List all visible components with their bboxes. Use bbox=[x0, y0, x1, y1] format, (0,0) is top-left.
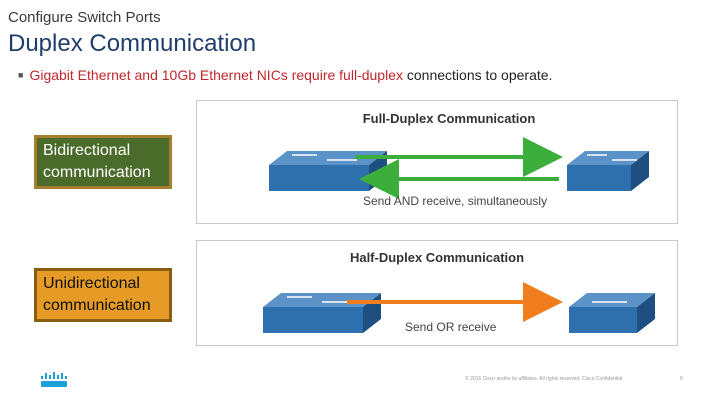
copyright-footer: © 2016 Cisco and/or its affiliates. All … bbox=[465, 376, 623, 382]
slide-subtitle: Configure Switch Ports bbox=[8, 9, 161, 26]
unidirectional-label: Unidirectional communication bbox=[34, 268, 172, 322]
left-switch-icon bbox=[263, 293, 381, 333]
cisco-logo-icon bbox=[41, 372, 67, 387]
slide-title: Duplex Communication bbox=[8, 30, 257, 57]
page-number: 8 bbox=[680, 376, 683, 382]
bullet-text: ■ Gigabit Ethernet and 10Gb Ethernet NICs… bbox=[18, 67, 552, 83]
half-duplex-panel: Half-Duplex Communication Send OR receiv… bbox=[196, 240, 678, 346]
right-switch-icon bbox=[569, 293, 655, 333]
half-duplex-title: Half-Duplex Communication bbox=[349, 250, 525, 265]
bullet-marker-icon: ■ bbox=[18, 70, 24, 80]
full-duplex-title: Full-Duplex Communication bbox=[362, 111, 536, 126]
bidirectional-label: Bidirectional communication bbox=[34, 135, 172, 189]
bullet-highlight: full-duplex bbox=[339, 67, 403, 83]
half-duplex-diagram bbox=[263, 282, 655, 333]
right-switch-icon bbox=[567, 151, 649, 191]
bullet-part2: connections to operate. bbox=[403, 67, 553, 83]
full-duplex-caption: Send AND receive, simultaneously bbox=[363, 194, 548, 208]
bullet-part1: Gigabit Ethernet and 10Gb Ethernet NICs … bbox=[29, 67, 340, 83]
full-duplex-diagram bbox=[269, 137, 649, 199]
half-duplex-caption: Send OR receive bbox=[405, 320, 497, 334]
full-duplex-panel: Full-Duplex Communication Send AND recei… bbox=[196, 100, 678, 224]
